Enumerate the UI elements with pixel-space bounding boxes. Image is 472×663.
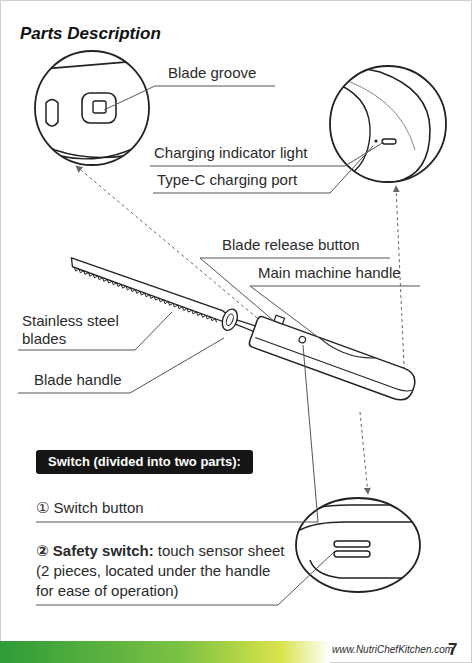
part-label: Blade groove bbox=[168, 64, 256, 82]
part-label: ① Switch button bbox=[36, 499, 144, 517]
band-text: Switch (divided into two parts): bbox=[48, 454, 241, 469]
footer-bar bbox=[0, 641, 330, 663]
website-url: www.NutriChefKitchen.com bbox=[332, 643, 453, 657]
part-label: Blade release button bbox=[222, 236, 360, 254]
part-label: Main machine handle bbox=[258, 264, 401, 282]
page-title: Parts Description bbox=[20, 24, 161, 44]
part-label: Type-C charging port bbox=[157, 171, 297, 189]
detail-pointer bbox=[76, 166, 405, 494]
page-number: 7 bbox=[448, 639, 457, 660]
charging-port-detail bbox=[325, 60, 446, 182]
safety-switch-detail bbox=[296, 498, 425, 592]
part-label: ② Safety switch: bbox=[36, 542, 154, 559]
section-band: Switch (divided into two parts): bbox=[36, 450, 253, 474]
part-label: Charging indicator light bbox=[154, 144, 307, 162]
part-label: Blade handle bbox=[34, 371, 122, 389]
leader-line bbox=[18, 86, 420, 605]
part-label: Stainless steel blades bbox=[22, 312, 138, 348]
blade-groove-detail bbox=[30, 51, 150, 165]
safety-switch-text: ② Safety switch:touch sensor sheet (2 pi… bbox=[36, 541, 286, 601]
